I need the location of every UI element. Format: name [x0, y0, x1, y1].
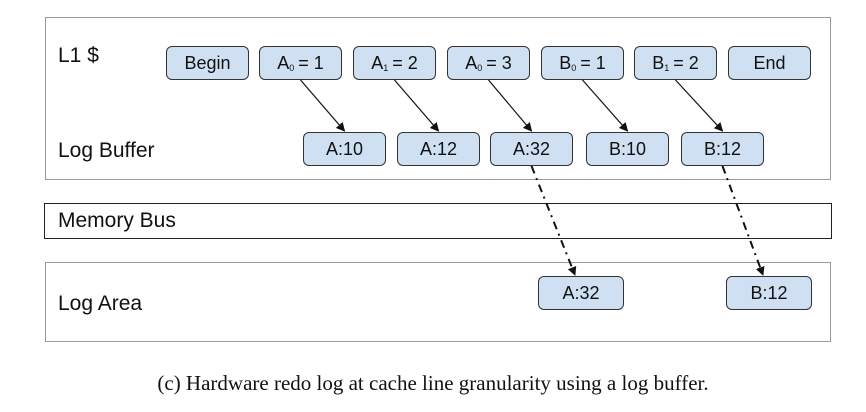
log-arrow: [675, 79, 724, 132]
log-buffer-entry: B:10: [586, 132, 669, 166]
l1-cache-panel: [45, 17, 831, 180]
log-area-entry: A:32: [538, 276, 624, 310]
log-arrow: [300, 79, 346, 132]
l1-entry-end: End: [728, 46, 811, 80]
writeback-arrow: [721, 165, 765, 276]
l1-cache-label: L1 $: [58, 44, 99, 67]
log-arrow: [488, 79, 533, 132]
log-arrow: [394, 79, 440, 132]
l1-entry: B0= 1: [541, 46, 624, 80]
l1-entry: A0= 3: [447, 46, 530, 80]
log-buffer-entry: B:12: [681, 132, 764, 166]
l1-entry-begin: Begin: [166, 46, 249, 80]
log-buffer-label: Log Buffer: [58, 139, 155, 162]
figure-caption: (c) Hardware redo log at cache line gran…: [157, 371, 709, 395]
log-buffer-entry: A:32: [490, 132, 573, 166]
log-area-panel: [45, 262, 831, 342]
writeback-arrow: [530, 165, 577, 276]
l1-entry: B1= 2: [634, 46, 717, 80]
memory-bus-panel: [44, 203, 832, 239]
log-area-entry: B:12: [726, 276, 812, 310]
log-buffer-entry: A:12: [397, 132, 480, 166]
l1-entry: A0= 1: [259, 46, 342, 80]
memory-bus-label: Memory Bus: [58, 209, 176, 232]
log-buffer-entry: A:10: [303, 132, 386, 166]
log-arrow: [582, 79, 629, 132]
l1-entry: A1= 2: [353, 46, 436, 80]
log-area-label: Log Area: [58, 292, 143, 315]
